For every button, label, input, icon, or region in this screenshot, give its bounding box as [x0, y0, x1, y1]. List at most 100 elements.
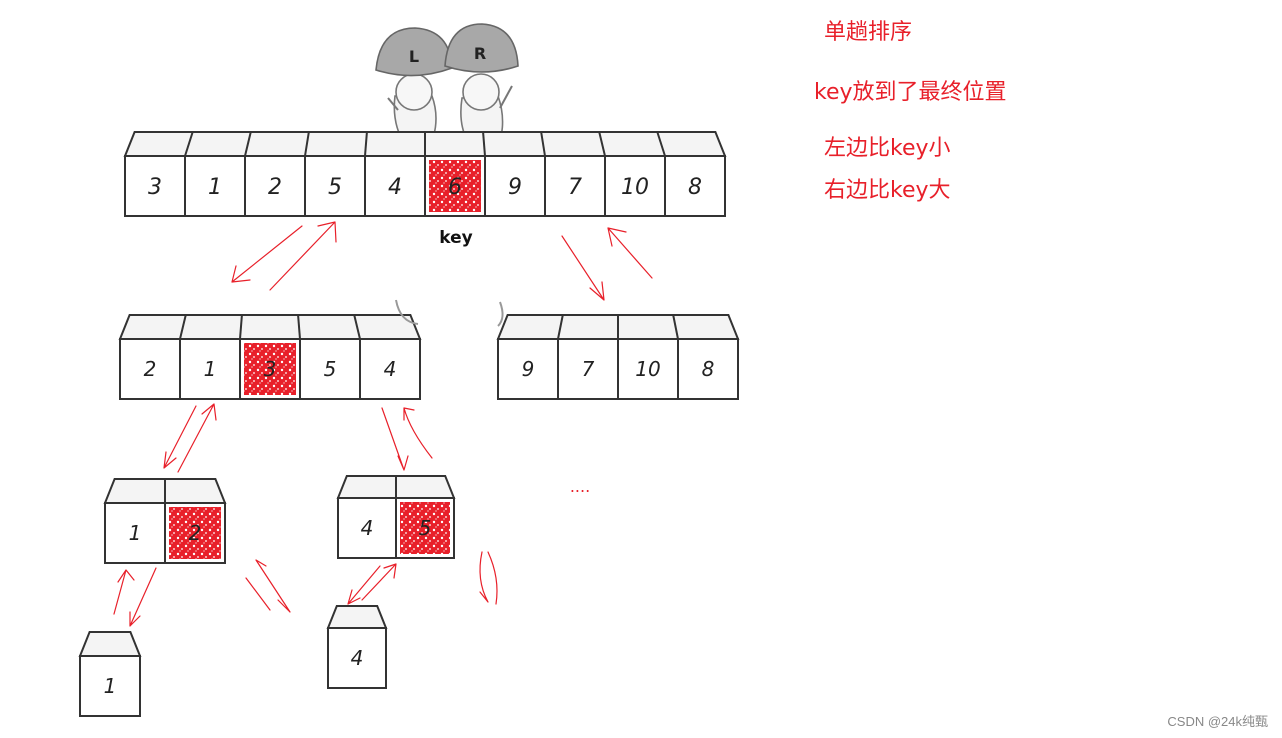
pivot-highlight [400, 502, 450, 554]
pointer-left-label: L [409, 47, 419, 66]
arrow-up-left-3 [403, 407, 433, 459]
array-box [664, 155, 726, 217]
array-box [337, 497, 397, 559]
watermark: CSDN @24k纯甄 [1167, 714, 1268, 729]
arrow-right-low-left [255, 559, 291, 613]
arrow-down-left-4 [129, 567, 157, 627]
array-box [299, 338, 361, 400]
box-top-divider [656, 131, 666, 157]
note-key-final-position: key放到了最终位置 [814, 80, 1007, 105]
box-top-divider [557, 314, 564, 340]
array-box [179, 338, 241, 400]
array-box [484, 155, 546, 217]
box-top-divider [364, 131, 368, 157]
array-box [604, 155, 666, 217]
array-box [79, 655, 141, 717]
box-top-divider [239, 314, 243, 340]
array-value: 8 [688, 175, 702, 200]
array-box [497, 338, 559, 400]
array-value: 5 [328, 175, 342, 200]
array-value: 3 [148, 175, 162, 200]
row-top: 3 1 2 5 4 6 9 7 10 8 [123, 131, 727, 217]
array-value: 2 [268, 175, 282, 200]
arrow-right-low-left-2 [245, 577, 271, 611]
row-leaf-left-top-face [78, 631, 142, 657]
row-mid-left: 2 1 3 5 4 [118, 314, 422, 400]
array-value: 1 [208, 175, 222, 200]
box-top-divider [540, 131, 546, 157]
box-top-divider [179, 314, 187, 340]
note-single-pass: 单趟排序 [824, 20, 913, 45]
array-box [119, 338, 181, 400]
array-box [184, 155, 246, 217]
array-value: 8 [702, 357, 715, 381]
array-box [364, 155, 426, 217]
array-value: 6 [448, 175, 462, 200]
array-value: 7 [582, 357, 595, 381]
array-value: 3 [264, 357, 277, 381]
pivot-highlight [244, 343, 296, 395]
array-value: 1 [129, 521, 142, 545]
array-box [304, 155, 366, 217]
arrow-down-left-1 [231, 225, 303, 283]
array-box [244, 155, 306, 217]
arrow-down-right-1 [561, 235, 605, 301]
pointer-right-label: R [474, 44, 486, 63]
arrow-up-right-1 [607, 227, 653, 279]
mascot-left [375, 27, 453, 143]
box-top-divider [304, 131, 310, 157]
array-value: 4 [361, 516, 374, 540]
box-top-divider [244, 131, 252, 157]
arrow-up-left-4 [113, 569, 135, 615]
note-left-smaller: 左边比key小 [824, 136, 951, 161]
array-box [359, 338, 421, 400]
array-value: 2 [189, 521, 202, 545]
mascot-right [444, 23, 519, 143]
array-value: 10 [635, 357, 660, 381]
mascot-fragment-left [395, 299, 419, 325]
mascot-fragment-right [497, 301, 504, 327]
pivot-highlight [429, 160, 481, 212]
array-box [677, 338, 739, 400]
array-value: 9 [522, 357, 535, 381]
row-leaf-mid: 4 [326, 605, 388, 689]
key-label: key [439, 228, 472, 248]
recursion-arrows [113, 221, 653, 627]
ellipsis: .... [570, 477, 590, 496]
array-value: 5 [419, 516, 432, 540]
array-value: 10 [621, 175, 649, 200]
note-right-larger: 右边比key大 [824, 178, 951, 203]
arrow-down-left-3 [381, 407, 409, 471]
pivot-highlight [169, 507, 221, 559]
array-box [327, 627, 387, 689]
array-value: 2 [144, 357, 157, 381]
box-top-divider [353, 314, 361, 340]
row-mid-left-top-face [118, 314, 422, 340]
array-value: 4 [388, 175, 402, 200]
array-value: 5 [324, 357, 337, 381]
box-top-divider [297, 314, 301, 340]
array-value: 1 [104, 674, 117, 698]
array-value: 4 [351, 646, 364, 670]
array-value: 7 [568, 175, 582, 200]
array-box [544, 155, 606, 217]
box-top-divider [598, 131, 606, 157]
box-top-divider [482, 131, 486, 157]
arrow-down-left-5 [347, 565, 381, 605]
box-top-divider [184, 131, 194, 157]
array-value: 4 [384, 357, 397, 381]
row-leaf-mid-top-face [326, 605, 388, 629]
row-leaf-left: 1 [78, 631, 142, 717]
arrow-right-low-mid-2 [487, 551, 498, 605]
arrow-up-left-1 [269, 221, 337, 291]
array-value: 9 [508, 175, 522, 200]
array-value: 1 [204, 357, 217, 381]
arrow-right-low-mid [479, 551, 489, 603]
arrow-up-left-2 [177, 403, 217, 473]
arrow-down-left-2 [163, 405, 197, 469]
row-mid-right: 9 7 10 8 [496, 314, 740, 400]
box-top-divider [672, 314, 679, 340]
